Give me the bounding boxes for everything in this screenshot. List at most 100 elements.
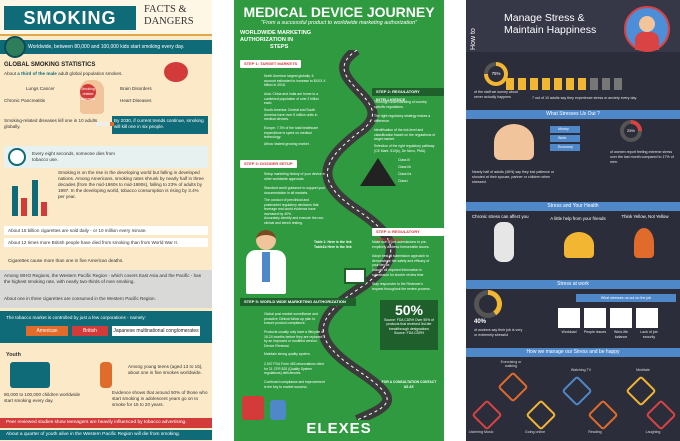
exercise-icon — [497, 371, 529, 403]
woman-shirt — [635, 32, 659, 50]
section-manage: How we manage our Stress and be happy — [466, 348, 680, 357]
title-line2: Maintain Happiness — [504, 24, 597, 36]
survey-text: 7 out of 10 adults say they experience s… — [532, 96, 638, 100]
bar-2 — [21, 198, 27, 216]
third-hl: a third of the male — [17, 71, 57, 76]
doctor-illustration — [242, 230, 290, 296]
manage-exercise: Exercising or walking — [500, 360, 522, 368]
person-icon — [590, 78, 598, 90]
disease-pancreatitis: Chronic Pancreatitis — [4, 98, 46, 103]
youth-evidence: Evidence shows that around 50% of those … — [112, 390, 208, 407]
final-note-4: 2,537 FDA Form 483 observations cited fo… — [264, 362, 324, 375]
donut-75: 75% — [484, 62, 508, 86]
person-icon — [506, 78, 514, 90]
market-note-5: Africa: fastest growing market. — [264, 142, 310, 146]
app-note-2: Adopt best-fit submission approach to de… — [372, 254, 430, 267]
medical-subtitle: "From a successful product to worldwide … — [260, 20, 418, 26]
people-issues-icon — [584, 308, 606, 328]
bar-1 — [12, 186, 18, 216]
disease-lungs: Lungs Cancer — [26, 86, 55, 91]
work-item-workload: Workload — [561, 330, 577, 334]
person-icon — [578, 78, 586, 90]
stress-panel: How to Manage Stress & Maintain Happines… — [466, 0, 680, 441]
class-2a: Class IIa — [398, 172, 412, 176]
section-health: Stress and Your Health — [466, 202, 680, 211]
medical-heading: WORLDWIDE MARKETING AUTHORIZATION IN STE… — [240, 30, 311, 51]
consult-text: FOR A CONSULTATION CONTACT US AT: — [381, 380, 437, 389]
third-pre: About — [4, 71, 17, 76]
donut-25-text: of women report feeling extreme stress o… — [610, 150, 674, 164]
uk-strip: About 12 times more British people have … — [4, 238, 208, 247]
reg-note-3: Identification of the risk level and cla… — [374, 128, 436, 141]
tv-icon — [561, 375, 593, 407]
person-icon — [554, 78, 562, 90]
heading-line3: STEPS — [270, 44, 289, 50]
reg-note-1: Thorough understanding of country specif… — [374, 100, 427, 109]
app-note-1: Make use of pre-submissions to pre-empti… — [372, 240, 430, 249]
heading-line2: AUTHORIZATION IN — [240, 37, 294, 43]
person-icon — [602, 78, 610, 90]
reading-icon — [587, 399, 619, 431]
class-2b: Class IIb — [398, 165, 412, 169]
job-security-icon — [636, 308, 658, 328]
manage-tv: Watching TV — [570, 368, 592, 372]
friends-icon — [564, 232, 594, 258]
market-text: The tobacco market is controlled by just… — [6, 315, 146, 320]
heading-line1: WORLDWIDE MARKETING — [240, 30, 312, 36]
quarter-strip: About a quarter of youth alive in the We… — [0, 430, 212, 440]
bar-4 — [41, 202, 47, 216]
every-eight-text: Every eight seconds, someone dies from t… — [32, 151, 115, 162]
disease-heart: Heart Diseases — [120, 98, 152, 103]
smoking-banner: Worldwide, between 80,000 and 100,000 ki… — [0, 40, 212, 54]
donut-40-text: of workers say their job is very or extr… — [474, 328, 523, 337]
box-icon — [270, 400, 286, 420]
fda-badge: 50% Source: FDA CDRH Over 50% of product… — [380, 300, 438, 350]
manage-laughing: Laughing — [645, 430, 661, 434]
cigarette-icon — [96, 122, 114, 126]
doctor-tie — [262, 252, 270, 282]
stress-header: How to Manage Stress & Maintain Happines… — [466, 0, 680, 52]
smoking-title: SMOKING — [4, 6, 136, 30]
music-icon — [471, 399, 503, 431]
subtitle-line1: FACTS & — [144, 4, 187, 15]
who-box: Among WHO Regions, the Western Pacific R… — [0, 270, 212, 308]
stressed-woman-icon — [624, 6, 670, 52]
legend-economy: Economy — [550, 144, 580, 151]
corp-japanese: Japanese multinational conglomerates — [112, 326, 200, 336]
manage-online: Going online — [524, 430, 546, 434]
app-note-3: Include all required information in subm… — [372, 268, 425, 277]
title-line1: Manage Stress & — [504, 12, 585, 24]
adults-figure-row — [506, 78, 636, 90]
stress-title: Manage Stress & Maintain Happiness — [504, 12, 596, 36]
manage-reading: Reading — [588, 430, 602, 434]
corp-american: American — [26, 326, 68, 336]
donut-25: 25% — [620, 120, 642, 142]
globe-icon — [4, 36, 26, 58]
work-header: What stresses us out on the job — [576, 294, 676, 302]
youth-heading: Youth — [6, 352, 21, 358]
market-note-3: South America: Central and South America… — [264, 108, 318, 121]
youth-children-icon — [10, 362, 50, 388]
donut-40-label: 40% — [474, 319, 487, 325]
table-note: Table 1: Here is the link Table1b Here i… — [314, 240, 352, 249]
person-icon — [542, 78, 550, 90]
medical-title: MEDICAL DEVICE JOURNEY — [243, 4, 435, 20]
person-icon — [530, 78, 538, 90]
red-circle-icon — [164, 62, 188, 82]
health-mid: A little help from your friends — [550, 216, 606, 221]
class-3: Class III — [398, 158, 411, 162]
laughing-icon — [645, 399, 677, 431]
step-4: STEP 4: REGULATORY APPLICATION — [372, 228, 444, 242]
medical-panel: MEDICAL DEVICE JOURNEY "From a successfu… — [234, 0, 444, 441]
work-item-balance: Work-life balance — [613, 330, 629, 339]
smoking-bar-chart — [8, 172, 54, 216]
cigs-strip: About 15 billion cigarettes are sold dai… — [4, 226, 208, 235]
workload-icon — [558, 308, 580, 328]
step-3: STEP 3: DOSSIER SETUP — [240, 160, 297, 168]
final-note-3: Maintain strong quality system. — [264, 352, 311, 356]
person-icon — [518, 78, 526, 90]
donut-40 — [474, 290, 502, 318]
third-cig-text: About one in three cigarettes are consum… — [4, 296, 156, 301]
third-post: adult global population smokes. — [58, 71, 123, 76]
